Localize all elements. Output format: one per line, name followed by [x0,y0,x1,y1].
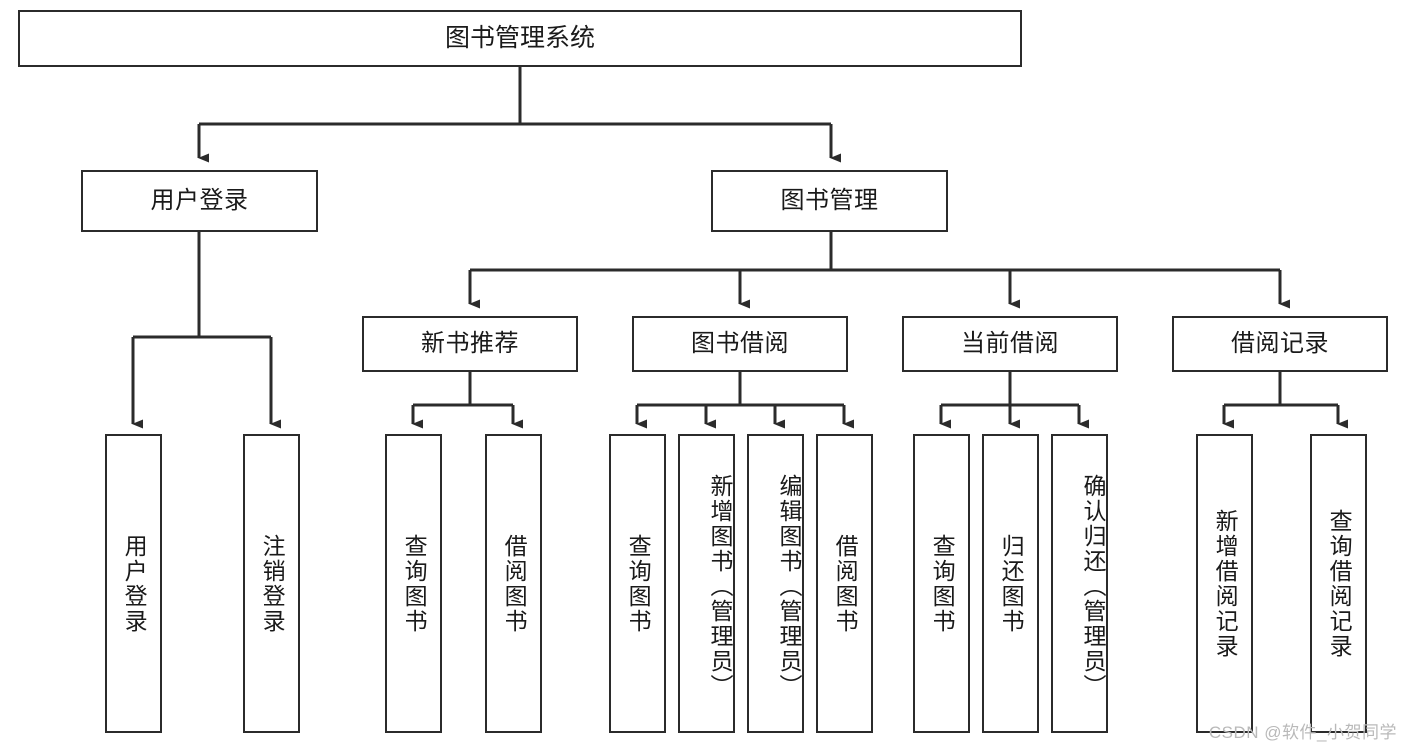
leaf-return-book[interactable]: 归还图书 [982,434,1039,733]
node-root[interactable]: 图书管理系统 [18,10,1022,67]
node-label: 新增图书（管理员） [707,474,733,699]
node-current-borrow[interactable]: 当前借阅 [902,316,1118,372]
node-new-book-recommend[interactable]: 新书推荐 [362,316,578,372]
csdn-watermark: CSDN @软件_小贺同学 [1208,723,1397,742]
leaf-query-book-newbook[interactable]: 查询图书 [385,434,442,733]
node-label: 查询借阅记录 [1326,508,1353,659]
leaf-edit-book-admin[interactable]: 编辑图书（管理员） [747,434,804,733]
node-label: 编辑图书（管理员） [776,474,802,699]
leaf-query-borrow-record[interactable]: 查询借阅记录 [1310,434,1367,733]
node-label: 图书管理 [780,186,879,214]
node-book-management[interactable]: 图书管理 [711,170,948,232]
node-user-login[interactable]: 用户登录 [81,170,318,232]
node-label: 查询图书 [929,533,956,634]
node-label: 用户登录 [121,533,148,634]
node-label: 新书推荐 [421,329,519,357]
node-book-borrow[interactable]: 图书借阅 [632,316,848,372]
leaf-logout[interactable]: 注销登录 [243,434,300,733]
leaf-query-book-borrow[interactable]: 查询图书 [609,434,666,733]
node-label: 图书借阅 [691,329,789,357]
node-label: 借阅图书 [501,533,528,634]
node-label: 归还图书 [998,533,1025,634]
node-label: 图书管理系统 [444,23,595,52]
node-label: 查询图书 [625,533,652,634]
leaf-add-book-admin[interactable]: 新增图书（管理员） [678,434,735,733]
node-borrow-record[interactable]: 借阅记录 [1172,316,1388,372]
leaf-add-borrow-record[interactable]: 新增借阅记录 [1196,434,1253,733]
node-label: 新增借阅记录 [1212,508,1239,659]
node-label: 借阅图书 [832,533,859,634]
leaf-user-login[interactable]: 用户登录 [105,434,162,733]
node-label: 确认归还（管理员） [1080,474,1106,699]
node-label: 查询图书 [401,533,428,634]
leaf-borrow-book[interactable]: 借阅图书 [816,434,873,733]
node-label: 当前借阅 [961,329,1059,357]
node-label: 注销登录 [259,533,286,634]
node-label: 用户登录 [150,186,249,214]
node-label: 借阅记录 [1231,329,1329,357]
leaf-confirm-return-admin[interactable]: 确认归还（管理员） [1051,434,1108,733]
leaf-query-book-current[interactable]: 查询图书 [913,434,970,733]
leaf-borrow-book-newbook[interactable]: 借阅图书 [485,434,542,733]
